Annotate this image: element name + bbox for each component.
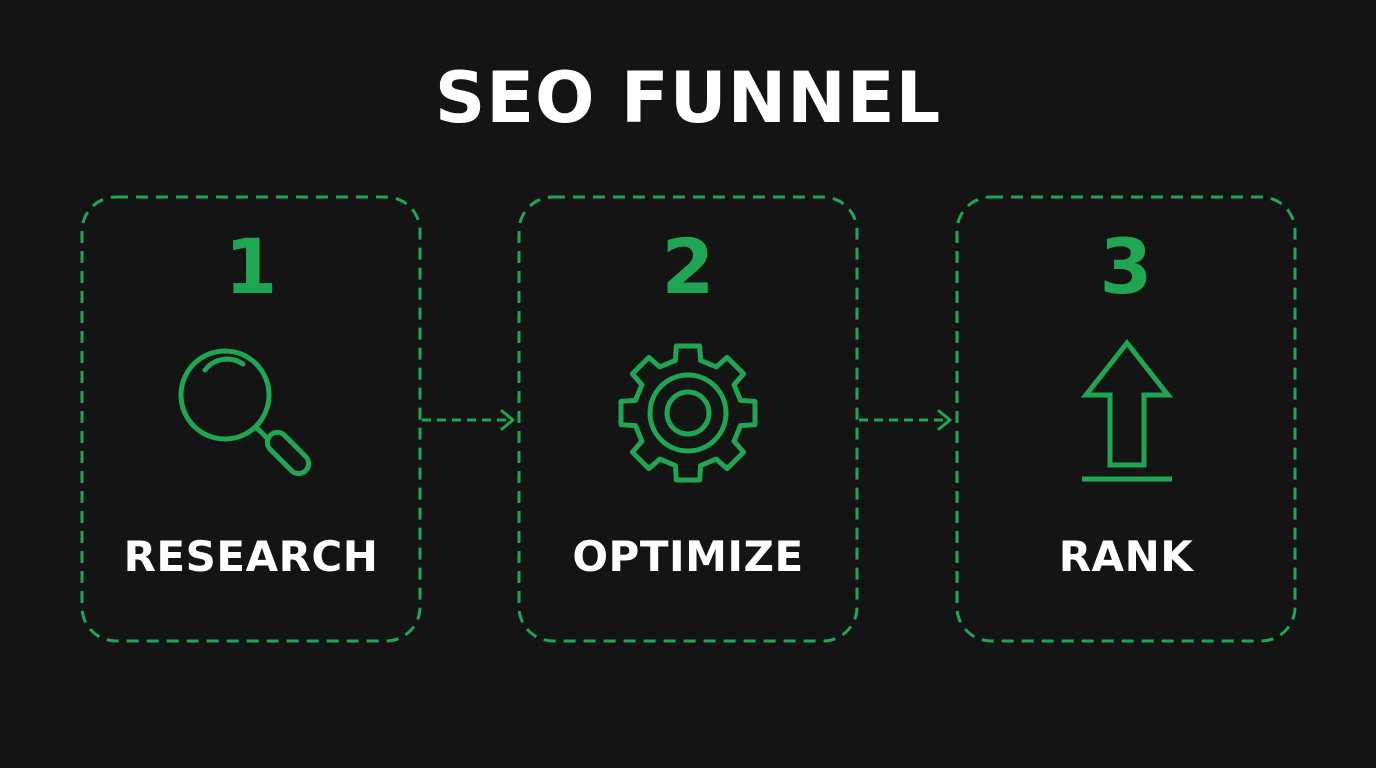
step-card-border: [517, 195, 859, 643]
step-label: RANK: [1058, 532, 1194, 581]
gear-icon: [618, 343, 758, 483]
magnifying-glass-icon: [178, 348, 312, 477]
step-card-optimize: 2 OPTIMIZE: [517, 195, 859, 643]
step-number: 2: [661, 222, 715, 311]
step-card-border: [955, 195, 1297, 643]
step-card-research: 1 RESEARCH: [80, 195, 422, 643]
step-number: 1: [224, 222, 278, 311]
step-label: RESEARCH: [123, 532, 379, 581]
up-arrow-icon: [1080, 338, 1174, 482]
connector-arrow-1-2: [422, 409, 515, 431]
step-label: OPTIMIZE: [572, 532, 804, 581]
step-card-border: [80, 195, 422, 643]
step-card-rank: 3 RANK: [955, 195, 1297, 643]
page-title: SEO FUNNEL: [434, 57, 942, 139]
step-number: 3: [1099, 222, 1153, 311]
connector-arrow-2-3: [859, 409, 952, 431]
